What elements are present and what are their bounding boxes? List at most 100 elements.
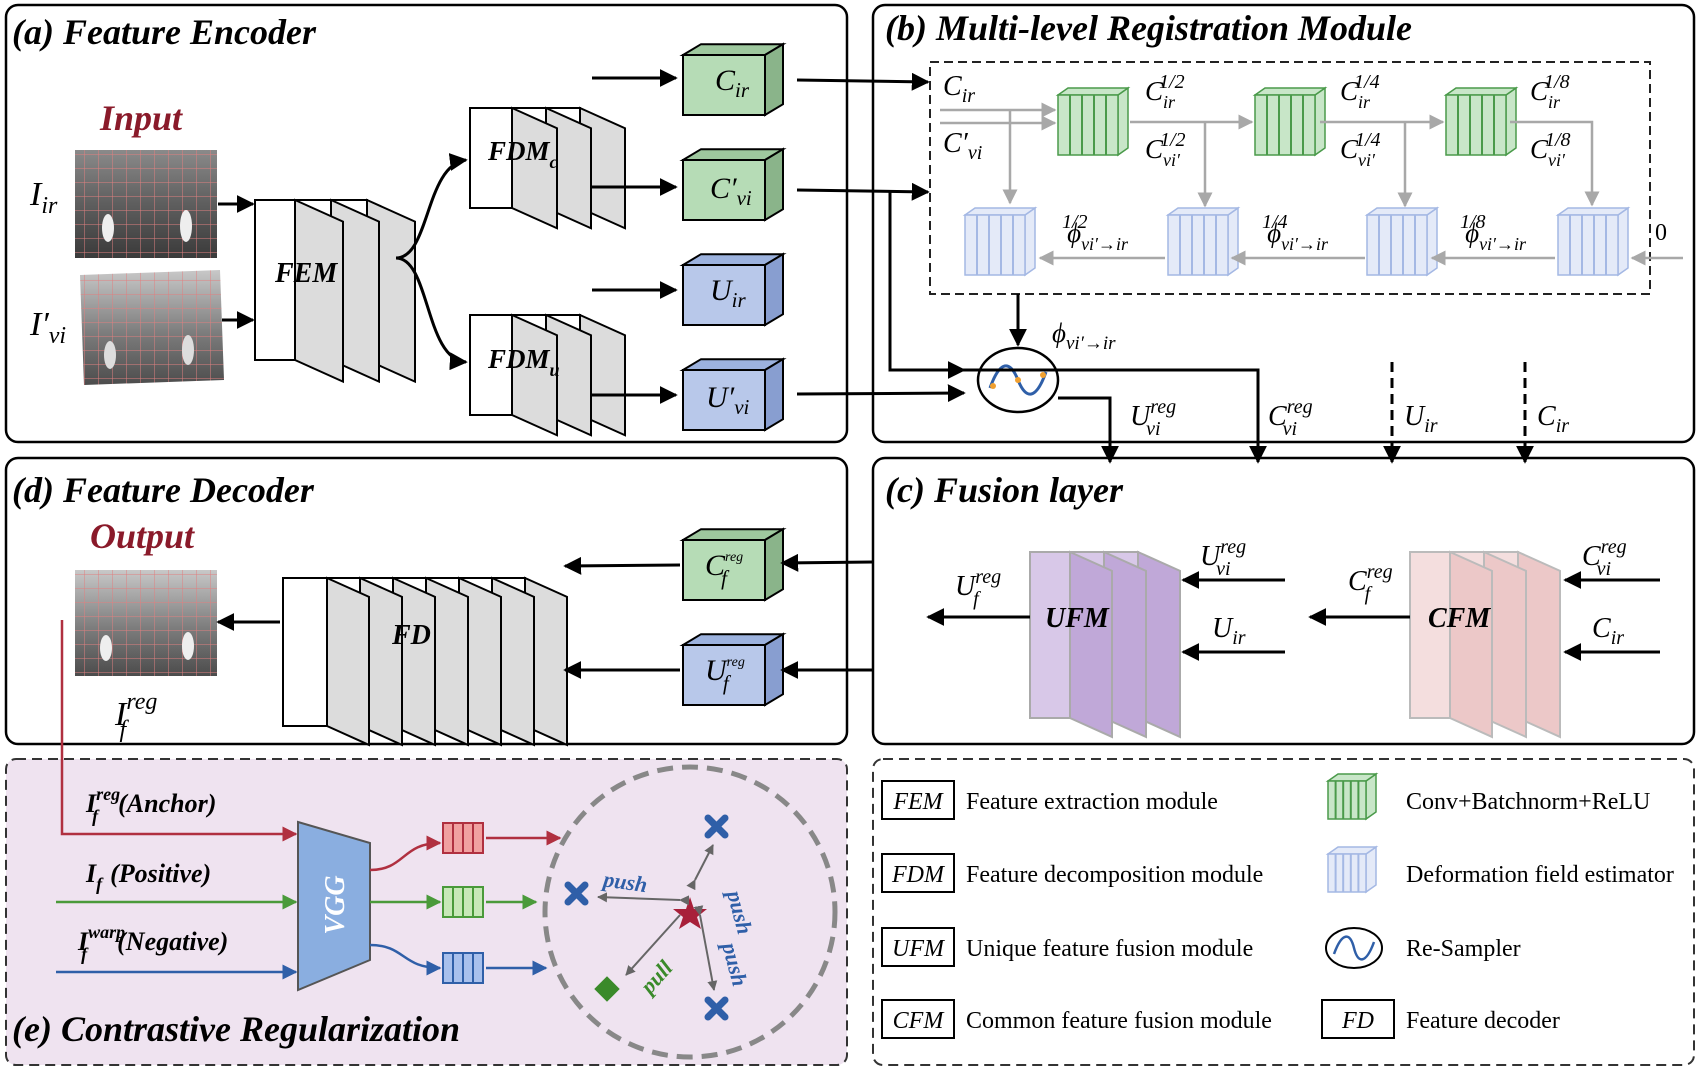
i-vi-label: I′vi	[29, 306, 66, 349]
c-ir-flow-label: Cir	[1537, 401, 1569, 437]
resampler-icon	[976, 346, 1060, 414]
u-ir-flow-label: Uir	[1404, 401, 1438, 437]
conv-block-2	[1252, 86, 1328, 157]
u-vi-cube-label: U′vi	[706, 381, 750, 419]
cfm-label: CFM	[1428, 603, 1491, 634]
fem-block	[254, 198, 416, 384]
fem-label: FEM	[274, 258, 338, 289]
cf-reg-cube	[679, 527, 787, 602]
vgg-encoder	[297, 820, 371, 992]
legend-item: UFM Unique feature fusion module	[881, 927, 1253, 967]
legend-frame	[872, 758, 1695, 1066]
resampler-icon	[1325, 927, 1383, 969]
negative-x-icon	[704, 814, 729, 839]
fdm-c-label: FDMc	[487, 136, 558, 172]
legend-item: FEM Feature extraction module	[881, 780, 1218, 820]
output-label: Output	[90, 516, 195, 556]
green-conv-icon	[1325, 772, 1379, 821]
legend-item: FD Feature decoder	[1321, 999, 1560, 1039]
fdm-u-block	[469, 313, 626, 437]
negative-x-icon	[704, 996, 729, 1021]
c-vi-eighth: Cvi′1/8	[1530, 129, 1571, 170]
panel-a-title: (a) Feature Encoder	[12, 12, 317, 52]
panel-b-title: (b) Multi-level Registration Module	[885, 8, 1412, 48]
c-vi-half: Cvi′1/2	[1145, 129, 1186, 170]
negative-feature-vector	[442, 952, 484, 984]
phi-quarter: ϕvi′→ir1/4	[1262, 211, 1329, 254]
zero-init-label: 0	[1655, 220, 1667, 246]
c-ir-half: Cir1/2	[1145, 71, 1185, 112]
fusion-u-ir-label: Uir	[1212, 613, 1246, 649]
fd-block	[282, 576, 568, 747]
positive-diamond-icon	[594, 976, 620, 1002]
legend-text: Conv+Batchnorm+ReLU	[1406, 789, 1650, 815]
positive-feature-vector	[442, 886, 484, 918]
legend-text: Deformation field estimator	[1406, 862, 1674, 888]
anchor-feature-vector	[442, 822, 484, 854]
deform-block-4	[1555, 206, 1631, 277]
fd-label: FD	[391, 620, 431, 651]
fdm-u-label: FDMu	[487, 344, 560, 380]
panel-e-title: (e) Contrastive Regularization	[12, 1009, 460, 1049]
c-vi-cube-label: C′vi	[710, 172, 752, 210]
legend-abbr: FDM	[891, 862, 946, 888]
deform-block-1	[962, 206, 1038, 277]
legend-text: Unique feature fusion module	[966, 936, 1253, 962]
legend-item: Deformation field estimator	[1325, 845, 1674, 894]
ufm-label: UFM	[1045, 603, 1110, 634]
ufm-block	[1029, 550, 1181, 739]
deform-block-2	[1165, 206, 1241, 277]
panel-d-title: (d) Feature Decoder	[12, 470, 315, 510]
panel-c-title: (c) Fusion layer	[885, 470, 1124, 510]
c-ir-cube-label: Cir	[715, 64, 750, 102]
anchor-star-icon	[673, 897, 707, 929]
legend-text: Common feature fusion module	[966, 1008, 1272, 1034]
phi-half: ϕvi′→ir1/2	[1062, 211, 1129, 254]
infrared-input-image	[75, 150, 217, 258]
reg-c-vi-label: C′vi	[943, 128, 982, 164]
conv-block-1	[1055, 86, 1131, 157]
legend-text: Feature decoder	[1406, 1008, 1560, 1034]
fdm-c-block	[469, 106, 626, 230]
u-ir-cube-label: Uir	[710, 274, 747, 312]
u-vi-cube	[679, 357, 787, 432]
reg-c-ir-label: Cir	[943, 71, 975, 107]
fused-output-image	[75, 570, 217, 676]
legend-item: Conv+Batchnorm+ReLU	[1325, 772, 1650, 821]
u-ir-cube	[679, 252, 787, 327]
visible-input-image	[80, 270, 224, 385]
legend-text: Feature decomposition module	[966, 862, 1263, 888]
legend-abbr: UFM	[892, 936, 946, 962]
c-ir-quarter: Cir1/4	[1340, 71, 1380, 112]
negative-x-icon	[564, 881, 589, 906]
deform-block-3	[1364, 206, 1440, 277]
blue-deform-icon	[1325, 845, 1379, 894]
c-ir-eighth: Cir1/8	[1530, 71, 1570, 112]
fusion-c-ir-label: Cir	[1592, 613, 1624, 649]
legend-item: FDM Feature decomposition module	[881, 853, 1263, 893]
input-label: Input	[99, 98, 183, 138]
legend-abbr: FD	[1341, 1008, 1374, 1034]
legend-text: Feature extraction module	[966, 789, 1218, 815]
embedding-space-circle	[542, 764, 838, 1060]
uf-reg-cube	[679, 632, 787, 707]
conv-block-3	[1443, 86, 1519, 157]
phi-output-label: ϕvi′→ir	[1052, 318, 1116, 354]
i-ir-label: Iir	[29, 176, 58, 219]
vgg-label: VGG	[320, 875, 351, 934]
legend-abbr: FEM	[892, 789, 944, 815]
c-ir-cube	[679, 42, 787, 117]
